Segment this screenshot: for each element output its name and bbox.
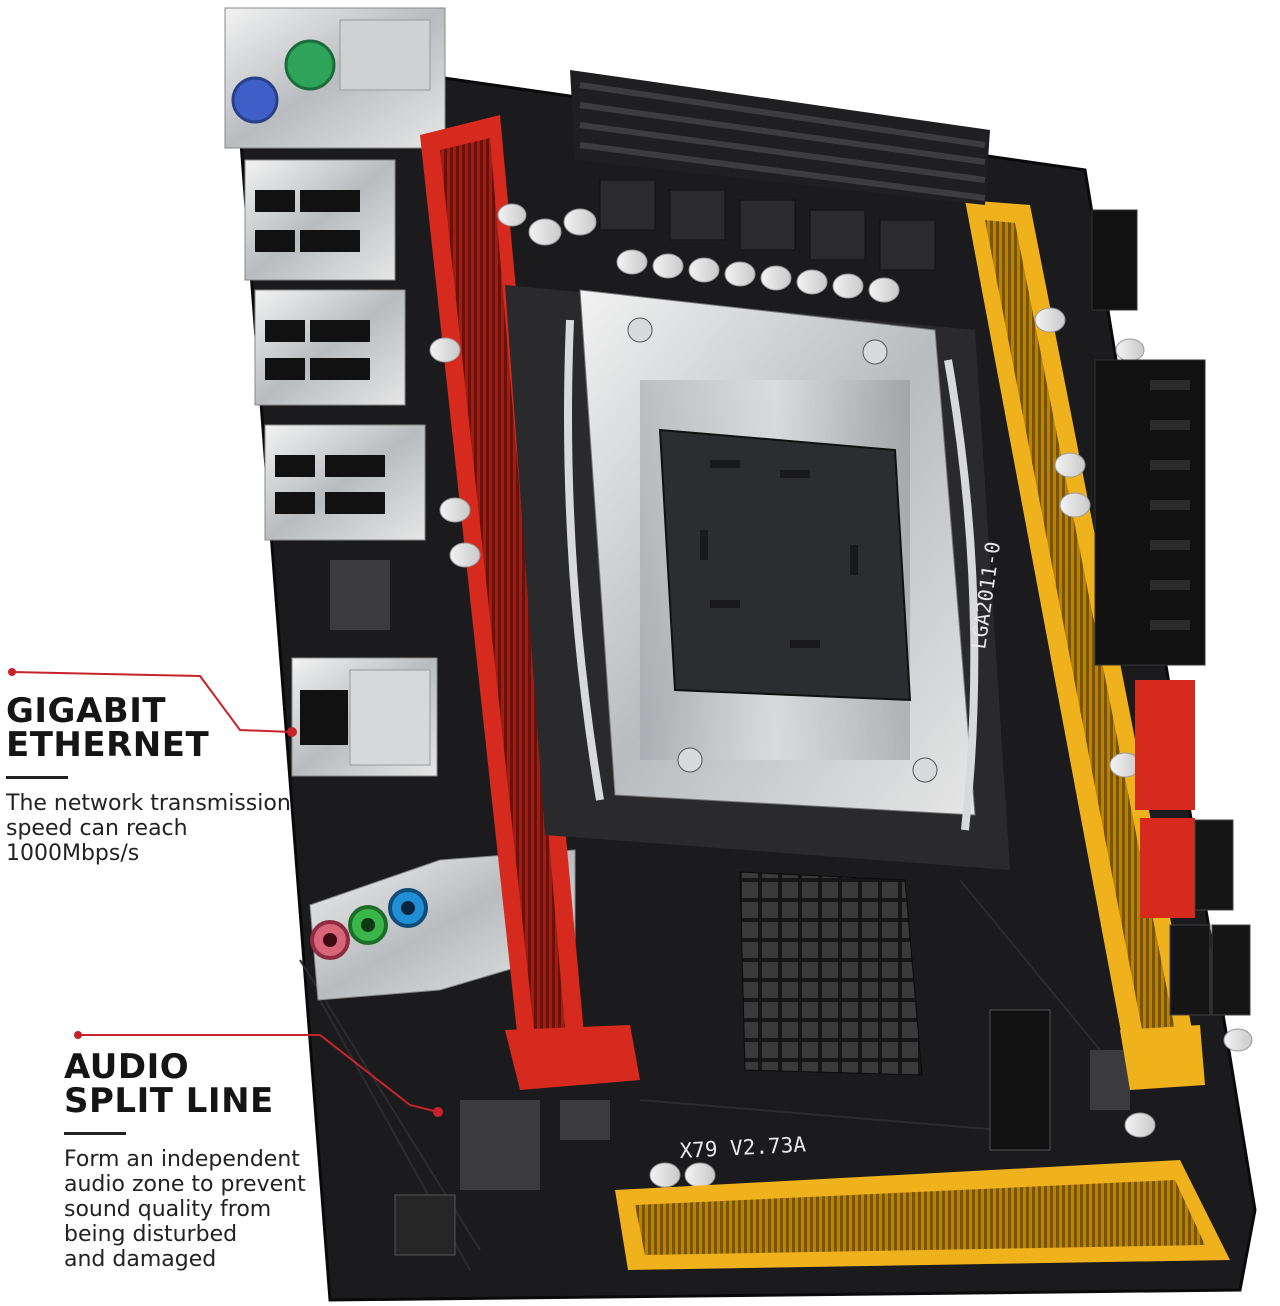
audio-callout: AUDIO SPLIT LINE Form an independent aud… [64,1050,364,1272]
headers-and-sata [1135,680,1251,1016]
audio-callout-dot-start [74,1031,82,1039]
audio-desc-line4: being disturbed [64,1222,238,1247]
cpu-socket [505,285,1010,870]
ethernet-desc-line1: The network transmission [6,791,291,816]
ethernet-callout: GIGABIT ETHERNET The network transmissio… [6,694,326,866]
audio-desc-line1: Form an independent [64,1147,300,1172]
chipset-heatsink [739,871,923,1076]
vrm-heatsink [570,70,990,271]
audio-desc-line2: audio zone to prevent [64,1172,306,1197]
callout-lines [11,671,439,1113]
ethernet-desc-line3: 1000Mbps/s [6,841,140,866]
audio-divider [64,1132,126,1135]
ethernet-callout-dot-end [287,727,297,737]
pcie-x16-slot [615,1160,1230,1270]
power-connectors [1091,209,1206,666]
m2-slot [989,1009,1051,1151]
ethernet-title-line1: GIGABIT [6,691,167,731]
audio-callout-dot-end [433,1107,443,1117]
usb-port-stacks [244,159,426,541]
ethernet-callout-dot-start [8,668,16,676]
audio-title-line1: AUDIO [64,1047,190,1087]
audio-title-line2: SPLIT LINE [64,1081,274,1121]
audio-desc-line5: and damaged [64,1247,217,1272]
ram-slot-red [420,115,640,1090]
ethernet-desc-line2: speed can reach [6,816,188,841]
ps2-port-stack [224,7,446,149]
ethernet-port [291,657,438,777]
audio-desc-line3: sound quality from [64,1197,272,1222]
ethernet-divider [6,776,68,779]
ethernet-title-line2: ETHERNET [6,725,210,765]
